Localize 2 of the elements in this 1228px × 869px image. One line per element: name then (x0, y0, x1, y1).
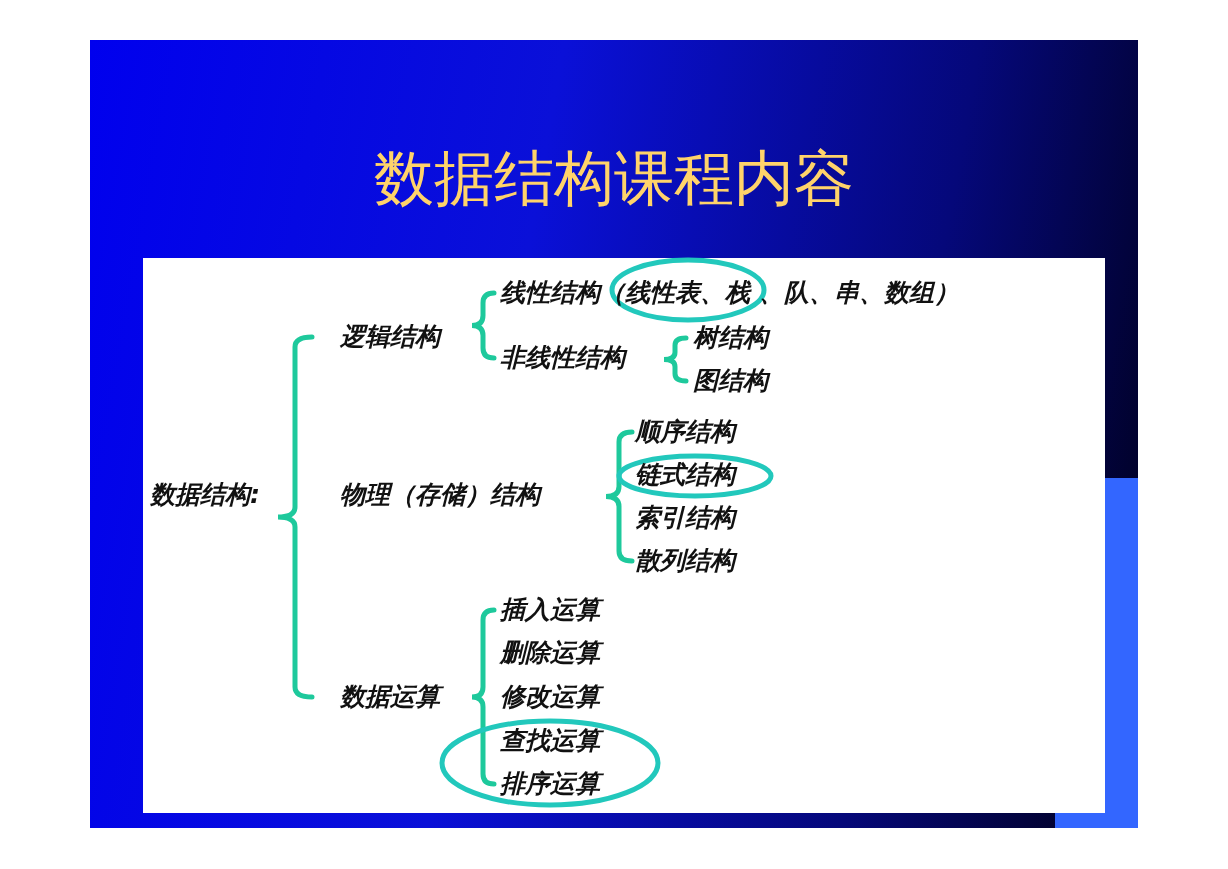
tree-label: 数据结构: (150, 480, 260, 510)
slide-title: 数据结构课程内容 (373, 142, 855, 215)
